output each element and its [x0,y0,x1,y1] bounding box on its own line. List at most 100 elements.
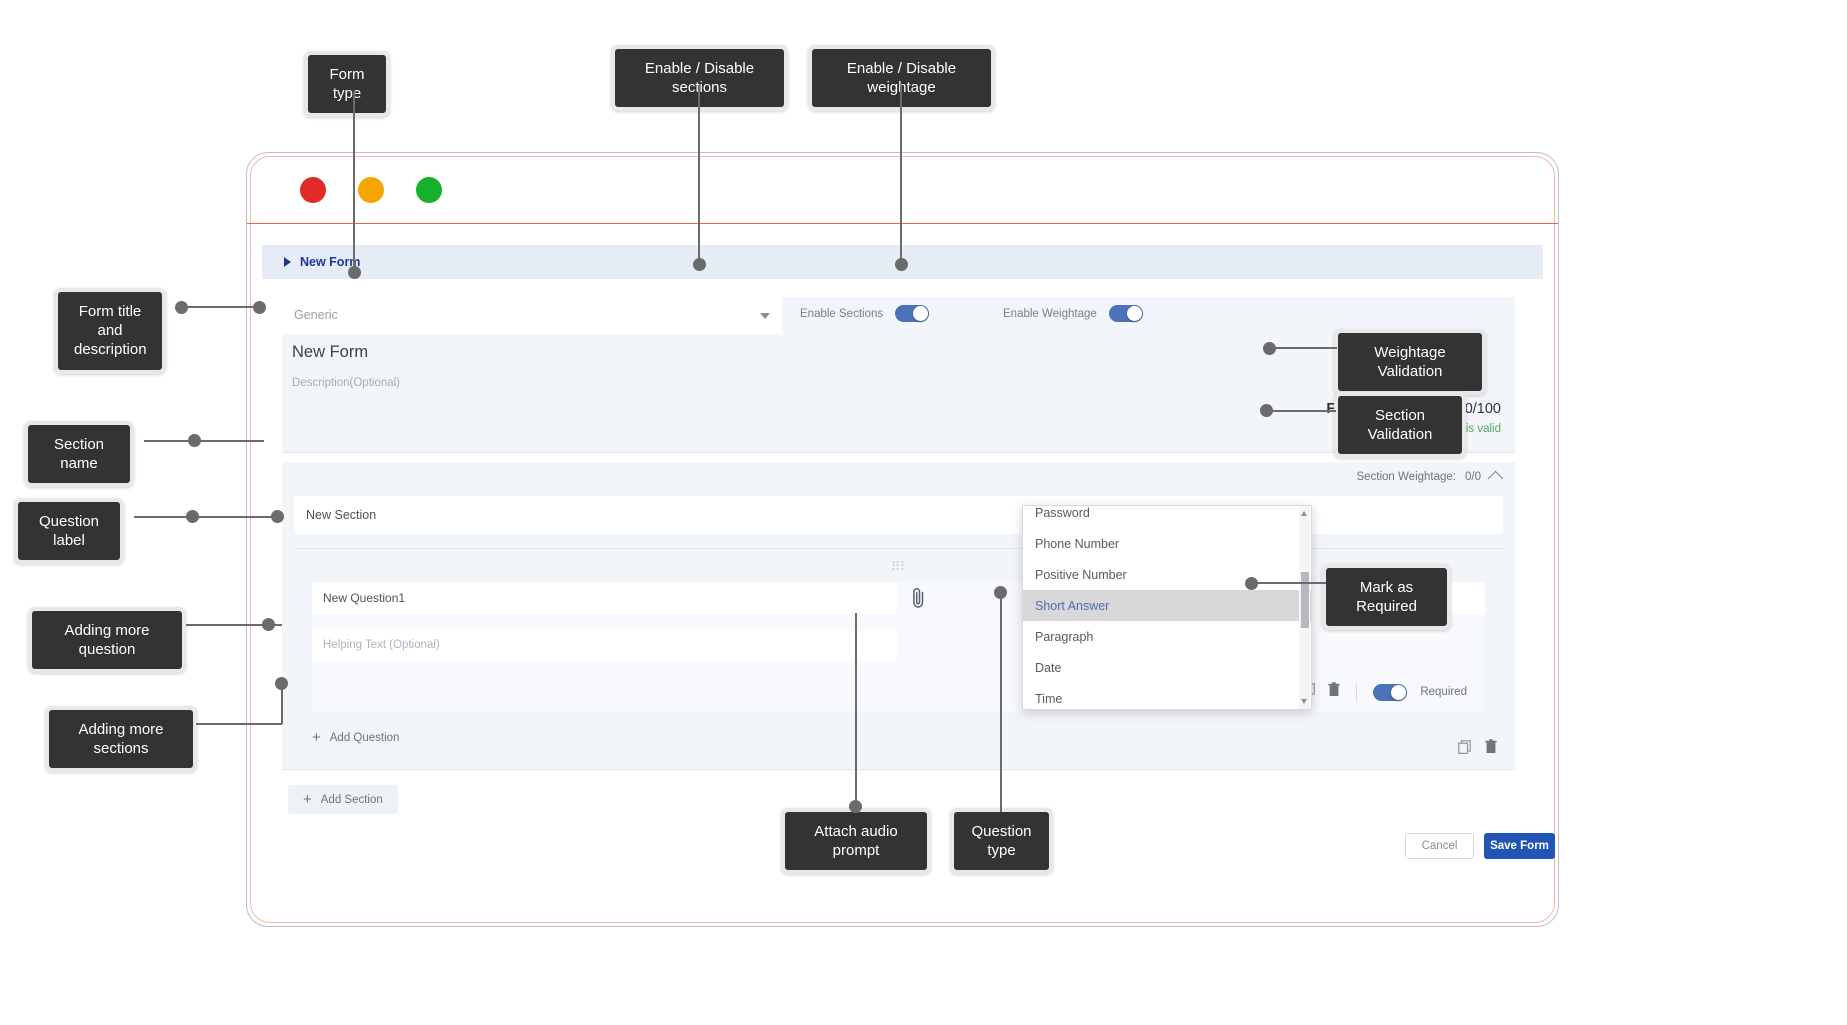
delete-section-icon[interactable] [1485,739,1497,759]
leader-dot-form-title-desc-a [175,301,188,314]
callout-form-type: Form type [304,51,390,118]
section-weightage-label: Section Weightage: [1356,470,1456,483]
leader-adding-more-question [186,624,282,626]
question-type-option[interactable]: Password [1035,505,1090,520]
enable-sections-switch[interactable] [895,305,930,322]
form-type-select[interactable]: Generic [282,297,782,334]
caret-right-icon [284,257,291,267]
dropdown-scrollbar[interactable] [1299,506,1310,709]
section-divider [294,548,1503,549]
add-question-label: Add Question [329,731,400,744]
form-footer-actions: Cancel Save Form [1405,833,1555,859]
leader-section-validation [1266,410,1336,412]
scroll-down-arrow-icon[interactable] [1301,699,1307,704]
leader-dot-question-label-b [271,510,284,523]
leader-dot-enable-sections [693,258,706,271]
section-weightage-readout: Section Weightage: 0/0 [1356,469,1504,487]
leader-dot-question-type [994,586,1007,599]
window-minimize-button[interactable] [358,177,384,203]
form-title-input[interactable]: New Form [292,343,369,361]
plus-icon: + [303,791,312,808]
callout-section-validation: Section Validation [1334,392,1466,459]
callout-section-name: Section name [24,421,134,488]
question-label-value: New Question1 [323,591,406,605]
callout-weightage-validation: Weightage Validation [1334,329,1486,396]
required-switch[interactable] [1373,683,1408,701]
window-maximize-button[interactable] [416,177,442,203]
form-header-card: Generic New Form Description(Optional) F… [282,297,1515,453]
attach-audio-paperclip-icon[interactable] [910,585,928,611]
scrollbar-thumb[interactable] [1300,572,1309,628]
leader-dot-section-name [188,434,201,447]
section-name-value: New Section [306,508,377,522]
window-close-button[interactable] [300,177,326,203]
enable-weightage-toggle-group[interactable]: Enable Weightage [1003,305,1143,322]
leader-question-label [134,516,284,518]
leader-adding-more-sections-v [281,683,283,724]
question-type-option[interactable]: Positive Number [1035,567,1127,582]
callout-attach-audio: Attach audio prompt [781,808,931,875]
chevron-up-icon[interactable] [1487,470,1504,487]
enable-weightage-label: Enable Weightage [1003,307,1097,320]
leader-section-name [144,440,264,442]
section-name-input[interactable]: New Section [294,496,1503,534]
leader-weightage-validation [1269,347,1337,349]
question-type-option[interactable]: Date [1035,660,1062,675]
add-section-label: Add Section [320,793,383,806]
enable-sections-label: Enable Sections [800,307,884,320]
question-type-option[interactable]: Paragraph [1035,629,1094,644]
leader-dot-form-type [348,266,361,279]
scroll-up-arrow-icon[interactable] [1301,511,1307,516]
leader-form-type [353,91,355,274]
leader-form-title-desc [176,306,260,308]
callout-question-type: Question type [950,808,1053,875]
save-form-button[interactable]: Save Form [1484,833,1555,859]
add-question-button[interactable]: + Add Question [312,730,399,745]
enable-sections-toggle-group[interactable]: Enable Sections [800,305,930,322]
breadcrumb-label: New Form [300,255,361,269]
leader-question-type [1000,592,1002,812]
leader-enable-sections [698,85,700,265]
question-type-option[interactable]: Time [1035,691,1063,706]
section-actions [1458,739,1497,759]
question-type-option[interactable]: Short Answer [1023,590,1311,621]
leader-dot-question-label-a [186,510,199,523]
form-type-value: Generic [294,308,338,322]
duplicate-section-icon[interactable] [1458,739,1471,759]
drag-handle-icon[interactable] [892,561,905,570]
leader-dot-form-title-desc-b [253,301,266,314]
leader-dot-attach-audio [849,800,862,813]
callout-adding-more-question: Adding more question [28,607,186,674]
leader-enable-weightage [900,85,902,265]
leader-dot-section-validation [1260,404,1273,417]
question-actions: Required [1302,682,1467,702]
plus-icon: + [312,729,321,746]
leader-dot-adding-more-sections [275,677,288,690]
section-weightage-value: 0/0 [1465,470,1481,483]
chevron-down-icon [760,313,770,319]
cancel-button[interactable]: Cancel [1405,833,1474,859]
question-type-option[interactable]: Phone Number [1035,536,1120,551]
leader-mark-required [1250,582,1326,584]
form-description-input[interactable]: Description(Optional) [292,377,401,389]
question-label-input[interactable]: New Question1 [312,582,897,614]
enable-weightage-switch[interactable] [1108,305,1143,322]
leader-attach-audio [855,613,857,811]
add-section-button[interactable]: + Add Section [288,785,398,814]
question-helping-text-input[interactable]: Helping Text (Optional) [312,629,897,661]
leader-adding-more-sections-h [196,723,282,725]
leader-dot-enable-weightage [895,258,908,271]
callout-form-title-desc: Form title and description [54,288,166,374]
callout-mark-required: Mark as Required [1322,564,1451,631]
leader-dot-adding-more-question [262,618,275,631]
delete-question-icon[interactable] [1328,682,1340,702]
leader-dot-weightage-validation [1263,342,1276,355]
actions-divider [1356,682,1358,702]
titlebar-divider [247,223,1558,224]
leader-dot-mark-required [1245,577,1258,590]
callout-question-label: Question label [14,498,124,565]
required-label: Required [1420,686,1467,698]
